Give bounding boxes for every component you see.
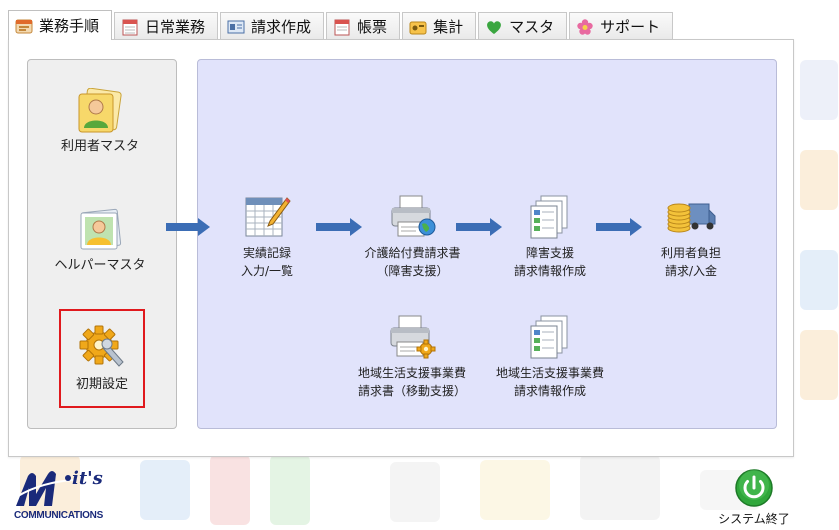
system-exit-label: システム終了 [718, 512, 790, 526]
user-payment-line2: 請求/入金 [664, 264, 718, 278]
heart-icon [485, 18, 503, 36]
logo-subtitle: COMMUNICATIONS [14, 510, 103, 521]
company-logo: it's COMMUNICATIONS [12, 468, 122, 524]
user-payment-button[interactable]: 利用者負担 請求/入金 [645, 194, 737, 280]
flow-arrow [316, 218, 362, 236]
tab-label: 業務手順 [39, 17, 100, 35]
logo-brand: it's [72, 468, 103, 489]
gear-wrench-icon [79, 325, 124, 367]
coins-truck-icon [667, 203, 716, 233]
workflow-panel [197, 59, 777, 429]
flow-arrow [596, 218, 642, 236]
tab-label: 請求作成 [251, 18, 312, 36]
selection-highlight [59, 309, 145, 408]
documents-icon [530, 195, 568, 239]
care-billing-line2: （障害支援） [376, 264, 449, 278]
report-icon [333, 18, 351, 36]
background-decoration [580, 455, 660, 520]
background-decoration [140, 460, 190, 520]
power-icon [735, 469, 773, 507]
user-folder-icon [78, 88, 122, 133]
logo-m-mark-icon [16, 471, 75, 506]
community-billing-info-line1: 地域生活支援事業費 [495, 366, 604, 380]
tab-label: 集計 [433, 18, 464, 36]
tab-label: マスタ [509, 18, 555, 36]
community-billing-line1: 地域生活支援事業費 [357, 366, 466, 380]
disability-billing-info-line1: 障害支援 [525, 246, 574, 260]
tab-master[interactable]: マスタ [478, 12, 568, 40]
service-record-line2: 入力/一覧 [240, 264, 294, 278]
care-billing-line1: 介護給付費請求書 [364, 246, 461, 260]
flow-arrow [166, 218, 210, 236]
tab-aggregate[interactable]: 集計 [402, 12, 477, 40]
documents-icon [530, 315, 568, 359]
service-record-line1: 実績記録 [242, 246, 291, 260]
background-decoration [800, 250, 838, 310]
initial-settings-label: 初期設定 [75, 377, 128, 392]
background-decoration [210, 455, 250, 525]
community-billing-button[interactable]: 地域生活支援事業費 請求書（移動支援） [352, 314, 472, 400]
printer-globe-icon [391, 195, 435, 237]
tab-support[interactable]: サポート [569, 12, 674, 40]
printer-gear-icon [390, 315, 436, 359]
tab-label: サポート [600, 18, 661, 36]
service-record-button[interactable]: 実績記録 入力/一覧 [222, 194, 312, 280]
calendar-icon [121, 18, 139, 36]
helper-master-button[interactable]: ヘルパーマスタ [40, 207, 160, 275]
tab-workflow[interactable]: 業務手順 [8, 10, 113, 40]
tab-label: 帳票 [357, 18, 388, 36]
system-exit-button[interactable]: システム終了 [712, 468, 796, 527]
user-master-button[interactable]: 利用者マスタ [40, 88, 160, 156]
community-billing-info-button[interactable]: 地域生活支援事業費 請求情報作成 [490, 314, 610, 400]
care-billing-button[interactable]: 介護給付費請求書 （障害支援） [355, 194, 470, 280]
disability-billing-info-button[interactable]: 障害支援 請求情報作成 [500, 194, 600, 280]
initial-settings-button[interactable]: 初期設定 [60, 322, 144, 394]
background-decoration [480, 460, 550, 520]
aggregate-icon [409, 18, 427, 36]
community-billing-info-line2: 請求情報作成 [513, 384, 586, 398]
background-decoration [390, 462, 440, 522]
helper-card-icon [80, 208, 122, 250]
user-master-label: 利用者マスタ [60, 139, 139, 154]
helper-master-label: ヘルパーマスタ [54, 258, 146, 273]
background-decoration [800, 60, 838, 120]
background-decoration [270, 455, 310, 525]
community-billing-line2: 請求書（移動支援） [357, 384, 466, 398]
flower-icon [576, 18, 594, 36]
user-payment-line1: 利用者負担 [660, 246, 721, 260]
tab-bar: 業務手順 日常業務 請求作成 帳票 集計 マスタ サポート [8, 10, 675, 40]
tab-daily-work[interactable]: 日常業務 [114, 12, 219, 40]
background-decoration [800, 150, 838, 210]
background-decoration [800, 330, 838, 400]
tab-billing[interactable]: 請求作成 [220, 12, 325, 40]
workflow-icon [15, 17, 33, 35]
disability-billing-info-line2: 請求情報作成 [513, 264, 586, 278]
tab-reports[interactable]: 帳票 [326, 12, 401, 40]
invoice-icon [227, 18, 245, 36]
tab-label: 日常業務 [145, 18, 206, 36]
spreadsheet-pencil-icon [245, 197, 291, 237]
flow-arrow [456, 218, 502, 236]
